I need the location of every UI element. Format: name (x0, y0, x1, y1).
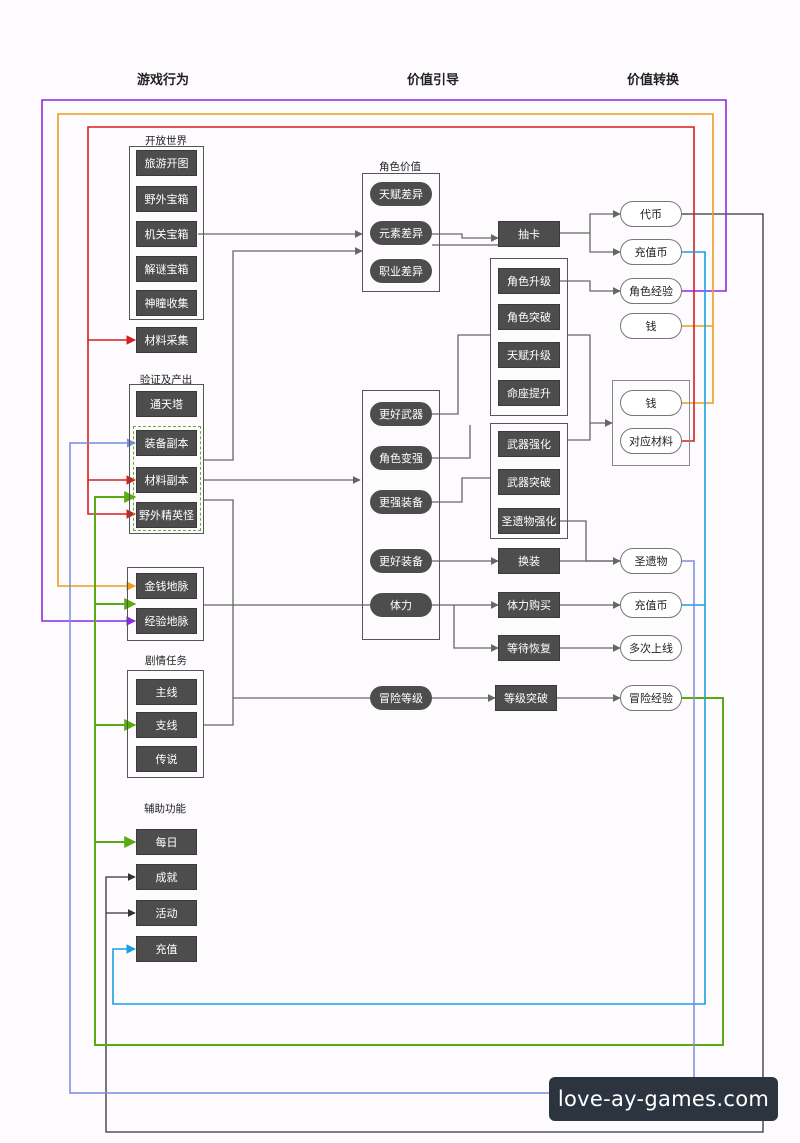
node-better-weapon: 更好武器 (370, 402, 432, 426)
node-element-diff: 元素差异 (370, 221, 432, 245)
node-achievement: 成就 (136, 864, 197, 890)
node-main-quest: 主线 (136, 679, 197, 705)
node-artifact-enhance: 圣遗物强化 (498, 508, 560, 534)
node-artifact: 圣遗物 (620, 548, 682, 574)
node-adventure-exp: 冒险经验 (620, 685, 682, 711)
node-better-equip: 更好装备 (370, 549, 432, 573)
node-role-stronger: 角色变强 (370, 446, 432, 470)
node-multi-login: 多次上线 (620, 635, 682, 661)
node-money-ley: 金钱地脉 (136, 573, 197, 599)
node-talent-levelup: 天赋升级 (498, 342, 560, 368)
quests-title: 剧情任务 (145, 655, 187, 667)
node-money: 钱 (620, 313, 682, 339)
node-constellation: 命座提升 (498, 380, 560, 406)
node-topup-coin: 充值币 (620, 239, 682, 265)
header-guidance: 价值引导 (407, 73, 460, 88)
node-side-quest: 支线 (136, 712, 197, 738)
node-money-2: 钱 (620, 390, 682, 416)
node-exp-ley: 经验地脉 (136, 608, 197, 634)
node-role-exp: 角色经验 (620, 278, 682, 304)
node-elite-monster: 野外精英怪 (136, 502, 197, 528)
node-role-ascend: 角色突破 (498, 304, 560, 330)
node-stamina-buy: 体力购买 (498, 592, 560, 618)
node-swap-gear: 换装 (498, 548, 560, 574)
node-weapon-ascend: 武器突破 (498, 469, 560, 495)
node-weapon-enhance: 武器强化 (498, 431, 560, 457)
watermark: love-ay-games.com (549, 1077, 778, 1121)
node-talent-diff: 天赋差异 (370, 182, 432, 206)
node-oculus-collect: 神瞳收集 (136, 290, 197, 316)
node-explore-map: 旅游开图 (136, 150, 197, 176)
node-stronger-equip: 更强装备 (370, 490, 432, 514)
money-material-group (612, 380, 690, 466)
guidance-group (362, 390, 440, 640)
node-matching-material: 对应材料 (620, 428, 682, 454)
node-gacha: 抽卡 (498, 221, 560, 247)
open-world-group (129, 146, 204, 320)
node-class-diff: 职业差异 (370, 259, 432, 283)
open-world-title: 开放世界 (145, 135, 187, 147)
unlock-dashed-box (133, 426, 201, 531)
node-event: 活动 (136, 900, 197, 926)
node-role-levelup: 角色升级 (498, 268, 560, 294)
node-material-domain: 材料副本 (136, 467, 197, 493)
node-level-break: 等级突破 (495, 685, 557, 711)
aux-title: 辅助功能 (144, 803, 186, 815)
header-conversion: 价值转换 (627, 73, 680, 88)
node-token: 代币 (620, 201, 682, 227)
node-material-gather: 材料采集 (136, 327, 197, 353)
ley-lines-group (127, 567, 204, 641)
node-wait-recover: 等待恢复 (498, 635, 560, 661)
verify-output-title: 验证及产出 (139, 374, 193, 386)
node-daily: 每日 (136, 829, 197, 855)
node-mechanism-chest: 机关宝箱 (136, 221, 197, 247)
quests-group (127, 670, 204, 778)
role-value-group (362, 173, 440, 292)
header-behavior: 游戏行为 (137, 73, 190, 88)
node-topup-coin-2: 充值币 (620, 592, 682, 618)
verify-output-group (129, 384, 204, 534)
weapon-group (490, 423, 568, 539)
node-puzzle-chest: 解谜宝箱 (136, 256, 197, 282)
node-topup: 充值 (136, 936, 197, 962)
node-equip-domain: 装备副本 (136, 430, 197, 456)
node-legend-quest: 传说 (136, 746, 197, 772)
node-stamina: 体力 (370, 593, 432, 617)
node-tower: 通天塔 (136, 391, 197, 417)
node-adventure-level: 冒险等级 (370, 686, 432, 710)
role-upgrade-group (490, 258, 568, 416)
node-field-chest: 野外宝箱 (136, 186, 197, 212)
role-value-title: 角色价值 (379, 161, 421, 173)
